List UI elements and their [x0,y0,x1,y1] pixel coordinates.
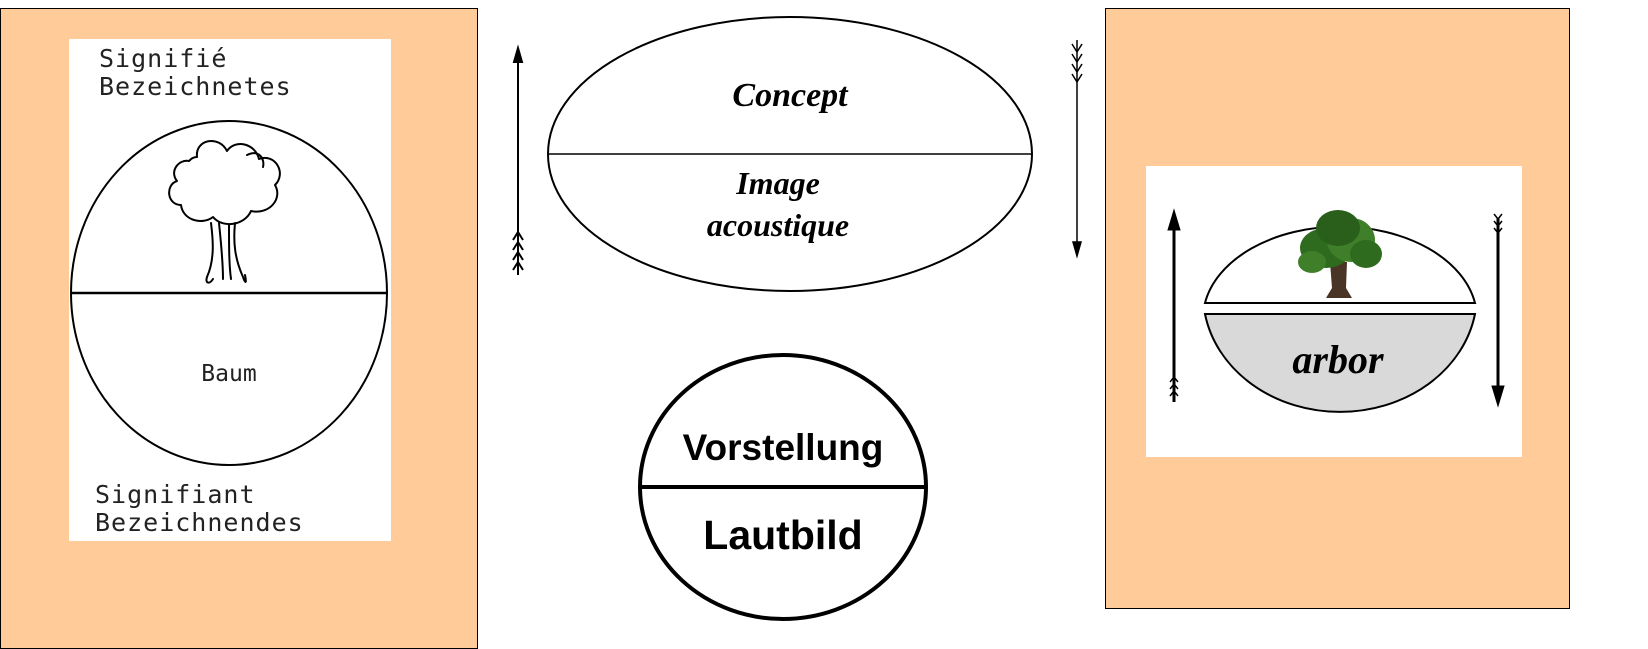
center-oval-diagram: Concept Image acoustique [512,16,1083,292]
center-circle-diagram: Vorstellung Lautbild [638,353,928,621]
left-diagram-panel: Signifié Bezeichnetes Baum Signifiant Be… [0,8,478,649]
right-lower-half [1203,313,1477,413]
tree-icon [1298,210,1382,298]
center-circle-top-text: Vorstellung [683,427,884,468]
center-oval-bottom-line1: Image [735,165,820,201]
right-lower-text: arbor [1292,337,1384,382]
signifier-label-de: Bezeichnendes [95,508,304,537]
left-sign-diagram: Baum [70,120,388,466]
signified-label-fr: Signifié [99,44,228,73]
up-arrow-icon [512,44,524,275]
down-arrow-icon [1071,40,1083,259]
signifier-label-fr: Signifiant [95,480,256,509]
up-arrow-icon [1167,208,1181,402]
right-diagram-card: arbor [1146,166,1522,457]
center-oval-bottom-line2: acoustique [707,207,849,243]
center-circle-bottom-text: Lautbild [703,512,862,558]
right-diagram-panel: arbor [1105,8,1570,609]
signifier-label: Signifiant Bezeichnendes [95,481,304,537]
left-diagram-card: Signifié Bezeichnetes Baum Signifiant Be… [69,39,391,541]
tree-drawing-icon [168,140,281,284]
signified-label-de: Bezeichnetes [99,72,292,101]
down-arrow-icon [1491,213,1505,408]
signified-label: Signifié Bezeichnetes [99,45,292,101]
right-sign-diagram: arbor [1167,208,1505,413]
center-oval-top-text: Concept [732,77,849,114]
left-lower-word: Baum [201,361,256,387]
